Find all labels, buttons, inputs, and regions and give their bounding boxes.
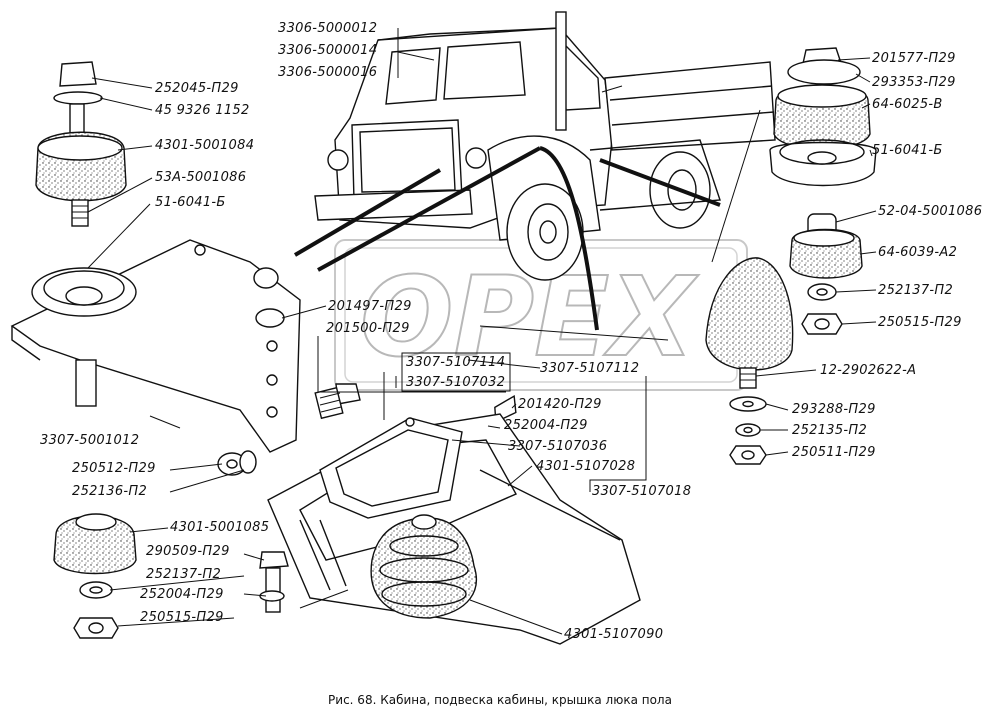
part-label: 52-04-5001086 [878,204,982,219]
part-label: 4301-5001084 [155,138,254,153]
part-label: 201497-П29 [328,299,412,314]
part-label: 4301-5107028 [536,459,635,474]
part-label: 290509-П29 [146,544,230,559]
leader-lines [87,28,877,635]
left-lower-parts [53,450,257,639]
part-label: 3307-5107036 [508,439,607,454]
part-label: 3307-5107018 [592,484,691,499]
part-label: 252135-П2 [792,423,867,438]
right-top-mount [769,47,877,187]
part-label: 250512-П29 [72,461,156,476]
label-box [401,352,511,392]
part-label: 201577-П29 [872,51,956,66]
part-label: 51-6041-Б [872,143,943,158]
part-label: 3307-5107032 [406,375,505,390]
part-label: 252004-П29 [140,587,224,602]
left-bracket [10,239,301,453]
part-label: 252136-П2 [72,484,147,499]
bottom-bolt [259,551,289,613]
part-label: 4301-5001085 [170,520,269,535]
part-label: 250515-П29 [878,315,962,330]
part-label: 3306-5000016 [278,65,377,80]
part-label: 3306-5000012 [278,21,377,36]
part-label: 293288-П29 [792,402,876,417]
right-cone-buffer [705,257,794,465]
part-label: 252137-П2 [878,283,953,298]
part-label: 252045-П29 [155,81,239,96]
part-label: 4301-5107090 [564,627,663,642]
part-label: 201420-П29 [518,397,602,412]
part-label: 3307-5107114 [406,355,505,370]
right-mid-mount [789,213,863,335]
pointer-lines [293,109,761,341]
part-label: 64-6039-А2 [878,245,957,260]
part-label: 51-6041-Б [155,195,226,210]
part-label: 3306-5000014 [278,43,377,58]
part-label: 3307-5001012 [40,433,139,448]
part-labels: 3306-5000012 3306-5000014 3306-5000016 2… [40,21,982,642]
part-label: 250511-П29 [792,445,876,460]
part-label: 45 9326 1152 [155,103,250,118]
part-label: 12-2902622-А [820,363,916,378]
part-label: 293353-П29 [872,75,956,90]
left-top-mount [35,61,127,227]
part-label: 252004-П29 [504,418,588,433]
part-label: 250515-П29 [140,610,224,625]
part-label: 3307-5107112 [540,361,639,376]
part-label: 53А-5001086 [155,170,246,185]
part-label: 201500-П29 [326,321,410,336]
figure-caption: Рис. 68. Кабина, подвеска кабины, крышка… [328,693,672,707]
floor-hatch-cover [267,413,641,645]
part-label: 64-6025-В [872,97,943,112]
part-label: 252137-П2 [146,567,221,582]
